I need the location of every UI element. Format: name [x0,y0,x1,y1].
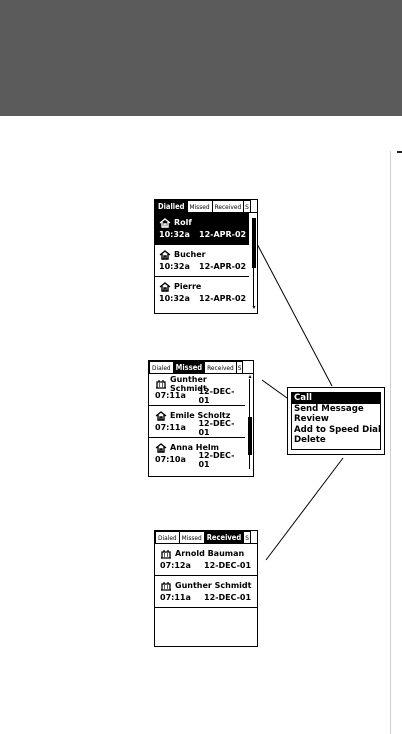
dialled-call-list: Rolf 10:32a 12-APR-02 Bucher 10:32a 12-APR… [155,213,249,309]
scrollbar-thumb[interactable] [252,218,256,268]
tab-received[interactable]: Received [203,531,245,543]
menu-item-delete[interactable]: Delete [294,435,326,446]
page-header-band [0,0,402,116]
tab-more[interactable]: S [243,531,251,543]
call-time: 07:10a [155,455,186,464]
contact-name: Anna Helm [170,443,219,452]
dialled-scrollbar[interactable]: ▾ [252,214,256,311]
list-item[interactable]: Rolf 10:32a 12-APR-02 [155,213,249,245]
contact-name: Emile Scholtz [170,411,231,420]
contact-name: Gunther Schmidt [175,581,252,590]
tab-more[interactable]: S [243,200,251,212]
menu-item-review[interactable]: Review [294,414,329,425]
tab-dialed[interactable]: Dialed [149,361,174,373]
scrollbar-thumb[interactable] [248,417,252,455]
call-date: 12-DEC-01 [204,561,252,570]
missed-calls-screen: Dialed Missed Received S Gunther Schmidt… [148,360,254,477]
house-icon [159,281,171,292]
dialled-calls-screen: Dialled Missed Received S Rolf 10:32a 12-… [154,199,258,314]
contact-name: Pierre [174,282,202,291]
tab-missed[interactable]: Missed [186,200,213,212]
list-item[interactable]: Emile Scholtz 07:11a 12-DEC-01 [149,406,245,438]
house-icon [155,442,167,453]
missed-tab-bar: Dialed Missed Received S [149,361,253,374]
list-item[interactable]: Gunther Schmidt 07:11a 12-DEC-01 [155,576,257,608]
call-time: 07:11a [160,593,191,602]
contact-name: Rolf [174,218,192,227]
office-icon [160,549,172,559]
call-time: 10:32a [159,294,190,303]
house-icon [159,217,171,228]
call-date: 12-DEC-01 [204,593,252,602]
menu-item-add-to-speed-dial[interactable]: Add to Speed Dial [294,424,381,435]
house-icon [159,249,171,260]
list-item[interactable]: Anna Helm 07:10a 12-DEC-01 [149,438,245,470]
call-time: 07:11a [155,391,186,400]
call-date: 12-APR-02 [199,230,247,239]
call-date: 12-APR-02 [199,294,247,303]
dialled-tab-bar: Dialled Missed Received S [155,200,257,213]
list-item[interactable]: Pierre 10:32a 12-APR-02 [155,277,249,309]
menu-item-call[interactable]: Call [292,393,380,404]
missed-call-list: Gunther Schmidt 07:11a 12-DEC-01 Emile Sc… [149,374,245,470]
list-item[interactable]: Bucher 10:32a 12-APR-02 [155,245,249,277]
list-item[interactable]: Arnold Bauman 07:12a 12-DEC-01 [155,544,257,576]
tab-received[interactable]: Received [204,361,237,373]
tab-received[interactable]: Received [211,200,245,212]
office-icon [155,379,167,389]
contact-name: Gunther Schmidt [170,374,207,393]
call-date: 12-DEC-01 [198,450,235,469]
tab-more[interactable]: S [235,361,244,373]
contact-name: Bucher [174,250,206,259]
house-icon [155,410,167,421]
tab-dialed[interactable]: Dialed [155,531,180,543]
contact-name: Arnold Bauman [175,549,245,558]
received-call-list: Arnold Bauman 07:12a 12-DEC-01 Gunther Sc… [155,544,257,608]
scroll-down-arrow-icon[interactable]: ▾ [252,304,256,311]
menu-item-send-message[interactable]: Send Message [294,403,364,414]
office-icon [160,581,172,591]
call-date: 12-DEC-01 [198,386,235,405]
received-calls-screen: Dialed Missed Received S Arnold Bauman 0… [154,530,258,647]
tab-missed[interactable]: Missed [172,361,206,373]
list-item[interactable]: Gunther Schmidt 07:11a 12-DEC-01 [149,374,245,406]
call-time: 07:12a [160,561,191,570]
page-side-rule [390,151,402,734]
scroll-up-arrow-icon[interactable]: ▴ [248,373,252,380]
call-time: 10:32a [159,230,190,239]
tab-dialled[interactable]: Dialled [155,200,188,212]
page-side-tick [397,151,402,153]
call-time: 07:11a [155,423,186,432]
tab-missed[interactable]: Missed [178,531,205,543]
received-tab-bar: Dialed Missed Received S [155,531,257,544]
missed-scrollbar[interactable]: ▴ [248,373,252,473]
call-date: 12-APR-02 [199,262,247,271]
call-date: 12-DEC-01 [198,418,235,437]
call-time: 10:32a [159,262,190,271]
call-options-menu: Call Send Message Review Add to Speed Di… [287,387,385,455]
